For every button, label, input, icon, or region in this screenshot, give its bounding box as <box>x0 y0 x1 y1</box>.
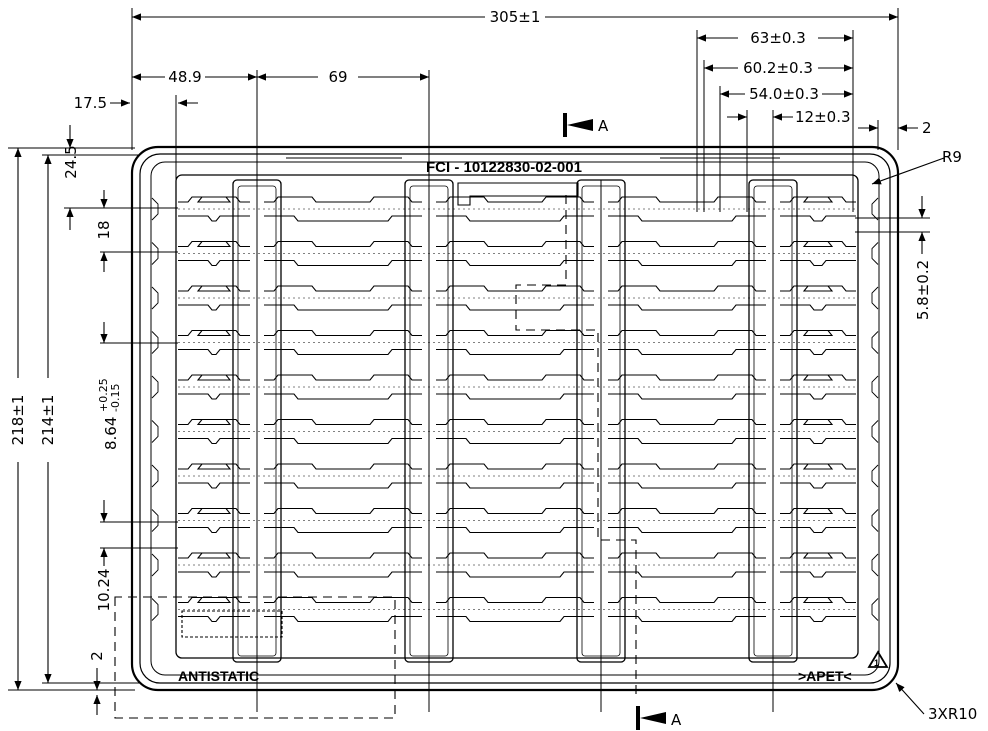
dim-bottom-2: 2 <box>88 651 106 661</box>
antistatic-label: ANTISTATIC <box>178 668 259 684</box>
dim-overall-width: 305±1 <box>490 8 541 26</box>
tray-outline <box>130 145 900 692</box>
dim-corner-radii: 3XR10 <box>928 705 977 723</box>
dim-right-60-2: 60.2±0.3 <box>743 59 813 77</box>
dim-right-54: 54.0±0.3 <box>749 85 819 103</box>
extension-lines <box>8 8 930 712</box>
dim-outer-height: 218±1 <box>9 395 27 446</box>
svg-text:8.64: 8.64 <box>102 417 120 450</box>
svg-text:1: 1 <box>874 658 879 668</box>
dim-top-24-5: 24.5 <box>62 145 80 178</box>
dim-edge-offset: 17.5 <box>74 94 107 112</box>
svg-text:+0.25: +0.25 <box>97 378 110 412</box>
dim-left-offset: 48.9 <box>168 68 201 86</box>
dim-row-18: 18 <box>95 220 113 239</box>
label-recess <box>181 157 780 638</box>
material-label: >APET< <box>798 668 852 684</box>
dim-inner-height: 214±1 <box>39 395 57 446</box>
section-label-top: A <box>598 117 609 135</box>
dimension-lines <box>14 13 945 715</box>
section-label-bottom: A <box>671 711 682 729</box>
section-marker-bottom: A <box>636 706 682 730</box>
dim-flange: 2 <box>922 119 932 137</box>
dim-right-63: 63±0.3 <box>750 29 806 47</box>
dim-corner-radius: R9 <box>942 148 962 166</box>
dim-last-10-24: 10.24 <box>95 569 113 612</box>
dim-depth-5-8: 5.8±0.2 <box>914 260 932 320</box>
part-number: FCI - 10122830-02-001 <box>426 159 582 176</box>
dim-right-12: 12±0.3 <box>795 108 851 126</box>
section-marker-top: A <box>563 113 609 137</box>
pocket-grid <box>151 179 879 663</box>
dim-pocket-pitch-x: 69 <box>328 68 347 86</box>
recycle-icon: 1 <box>867 650 889 668</box>
dim-pitch-y: 8.64 +0.25 -0.15 <box>97 378 122 450</box>
svg-text:-0.15: -0.15 <box>109 384 122 412</box>
section-line <box>114 195 637 719</box>
